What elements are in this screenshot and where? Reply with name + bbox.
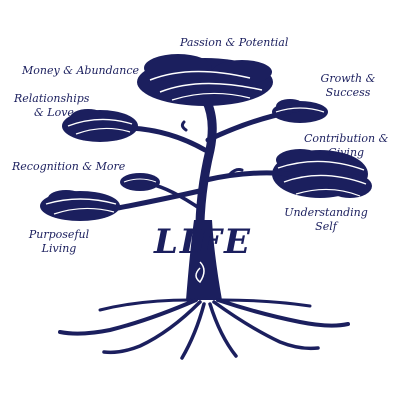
label-passion-potential: Passion & Potential — [180, 36, 289, 49]
label-relationships-love: Relationships & Love — [14, 92, 89, 120]
label-relationships-line-1: Relationships — [14, 92, 90, 105]
label-purposeful-living: Purposeful Living — [24, 228, 94, 256]
canopy-upper-right — [272, 99, 328, 123]
life-word: LIFE — [154, 222, 252, 262]
tree-trunk — [186, 220, 222, 300]
label-growth-line-2: Success — [325, 86, 371, 99]
label-relationships-line-2: & Love — [34, 106, 74, 119]
canopy-mid-left — [120, 173, 160, 191]
canopy-right — [272, 149, 372, 198]
tree-roots — [58, 298, 350, 360]
label-understanding-line-2: Self — [315, 220, 337, 233]
label-purposeful-line-2: Living — [41, 242, 77, 255]
label-contribution-line-2: Giving — [327, 146, 365, 159]
label-understanding-line-1: Understanding — [284, 206, 368, 219]
label-recognition-more: Recognition & More — [12, 160, 126, 173]
label-understanding-self: Understanding Self — [284, 206, 368, 234]
label-growth-success: Growth & Success — [316, 72, 380, 100]
label-purposeful-line-1: Purposeful — [28, 228, 90, 241]
label-contribution-line-1: Contribution & — [304, 132, 389, 145]
label-money-abundance: Money & Abundance — [22, 64, 139, 77]
label-contribution-giving: Contribution & Giving — [304, 132, 388, 160]
canopy-lower-left — [40, 190, 120, 221]
canopy-top — [137, 54, 273, 106]
label-growth-line-1: Growth & — [320, 72, 376, 85]
canopy-left — [62, 109, 138, 142]
